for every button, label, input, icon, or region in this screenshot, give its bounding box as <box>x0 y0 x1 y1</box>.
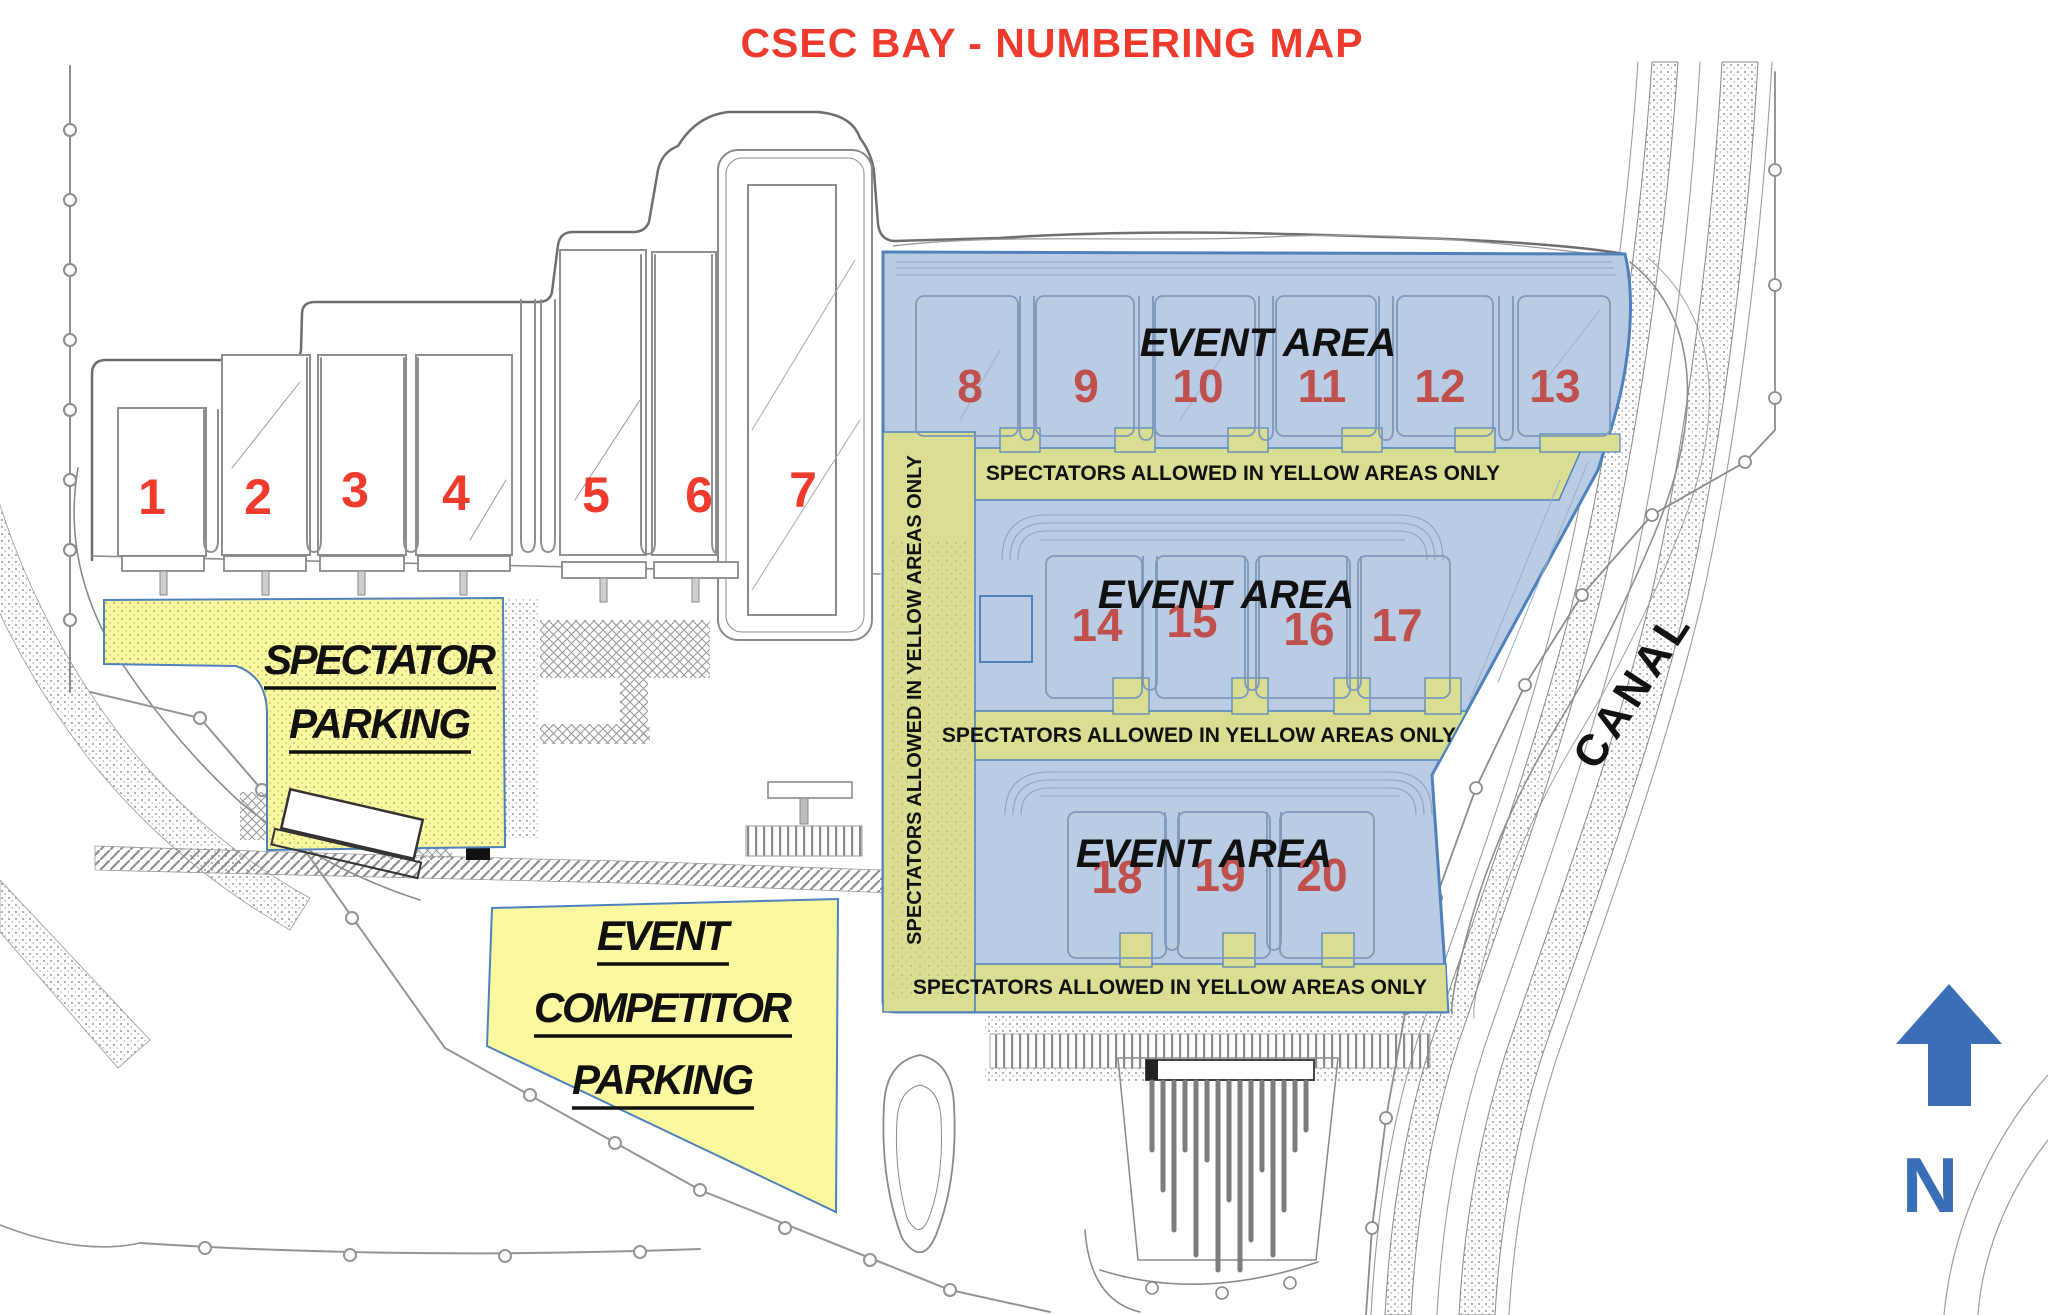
bay-number-5: 5 <box>582 467 610 523</box>
spectator-parking-line2: PARKING <box>289 700 471 747</box>
spectator-tabs <box>999 427 1621 968</box>
bay-number-18: 18 <box>1091 851 1142 903</box>
event-complex <box>881 250 1632 1014</box>
bay-number-10: 10 <box>1172 360 1223 412</box>
west-fence <box>63 65 77 693</box>
marina-linework <box>896 261 1616 959</box>
west-roads <box>0 467 421 1248</box>
bay-number-4: 4 <box>442 465 470 521</box>
event-area-label-3: EVENT AREA <box>1076 832 1332 876</box>
bay-number-8: 8 <box>957 360 983 412</box>
spectator-strip-3 <box>974 963 1449 1013</box>
spectator-zones <box>882 427 1621 1013</box>
pier-7 <box>717 149 873 857</box>
event-bay-numbers: 8 9 10 11 12 13 14 15 16 17 18 19 20 <box>957 360 1580 903</box>
bay-number-7: 7 <box>789 462 817 518</box>
spectator-rule-1: SPECTATORS ALLOWED IN YELLOW AREAS ONLY <box>986 462 1500 485</box>
south-pontoons <box>985 1012 1440 1313</box>
bay-number-9: 9 <box>1073 360 1099 412</box>
bay-number-20: 20 <box>1296 849 1347 901</box>
north-arrow-icon <box>1896 984 2002 1106</box>
bay-number-12: 12 <box>1414 360 1465 412</box>
boat-ramp <box>270 787 425 880</box>
map-title: CSEC BAY - NUMBERING MAP <box>740 20 1363 66</box>
bay-number-16: 16 <box>1283 603 1334 655</box>
north-label: N <box>1902 1141 1958 1229</box>
white-bay-numbers: 1 2 3 4 5 6 7 <box>138 462 817 525</box>
bay-docks <box>121 555 739 603</box>
bay-number-14: 14 <box>1071 599 1123 651</box>
event-area-label-1: EVENT AREA <box>1140 321 1396 365</box>
south-fences <box>89 691 1051 1313</box>
white-bay-slips <box>117 249 727 557</box>
bay-number-15: 15 <box>1166 595 1217 647</box>
bay-number-1: 1 <box>138 469 166 525</box>
competitor-parking-line2: COMPETITOR <box>534 984 793 1031</box>
spectator-parking-line1: SPECTATOR <box>264 636 497 683</box>
bay-number-2: 2 <box>244 469 272 525</box>
spectator-strip-2 <box>974 710 1469 761</box>
competitor-parking-zone <box>485 897 840 1214</box>
shoreline-detail <box>892 234 1623 259</box>
island <box>882 1054 956 1254</box>
bay-number-13: 13 <box>1529 360 1580 412</box>
competitor-parking-line1: EVENT <box>597 912 732 959</box>
spectator-parking-texture <box>104 598 505 850</box>
harbour-outline <box>90 110 1627 562</box>
parking-areas <box>103 596 840 1214</box>
event-area-label-2: EVENT AREA <box>1098 573 1354 617</box>
canal <box>1370 61 2048 1315</box>
bay-number-3: 3 <box>341 462 369 518</box>
bay-number-11: 11 <box>1298 360 1347 412</box>
bay-number-19: 19 <box>1194 849 1245 901</box>
compass: N <box>1896 984 2002 1229</box>
competitor-parking-label: EVENT COMPETITOR PARKING <box>534 912 793 1110</box>
bay-number-6: 6 <box>685 467 713 523</box>
spectator-rule-vertical: SPECTATORS ALLOWED IN YELLOW AREAS ONLY <box>904 455 926 945</box>
spectator-rule-2: SPECTATORS ALLOWED IN YELLOW AREAS ONLY <box>942 724 1456 747</box>
event-area-titles: EVENT AREA EVENT AREA EVENT AREA <box>1076 321 1396 876</box>
competitor-parking-line3: PARKING <box>572 1056 754 1103</box>
spectator-parking-label: SPECTATOR PARKING <box>264 636 497 754</box>
spectator-rule-3: SPECTATORS ALLOWED IN YELLOW AREAS ONLY <box>913 976 1427 999</box>
spectator-rules: SPECTATORS ALLOWED IN YELLOW AREAS ONLY … <box>904 455 1500 999</box>
bay-number-17: 17 <box>1371 599 1422 651</box>
